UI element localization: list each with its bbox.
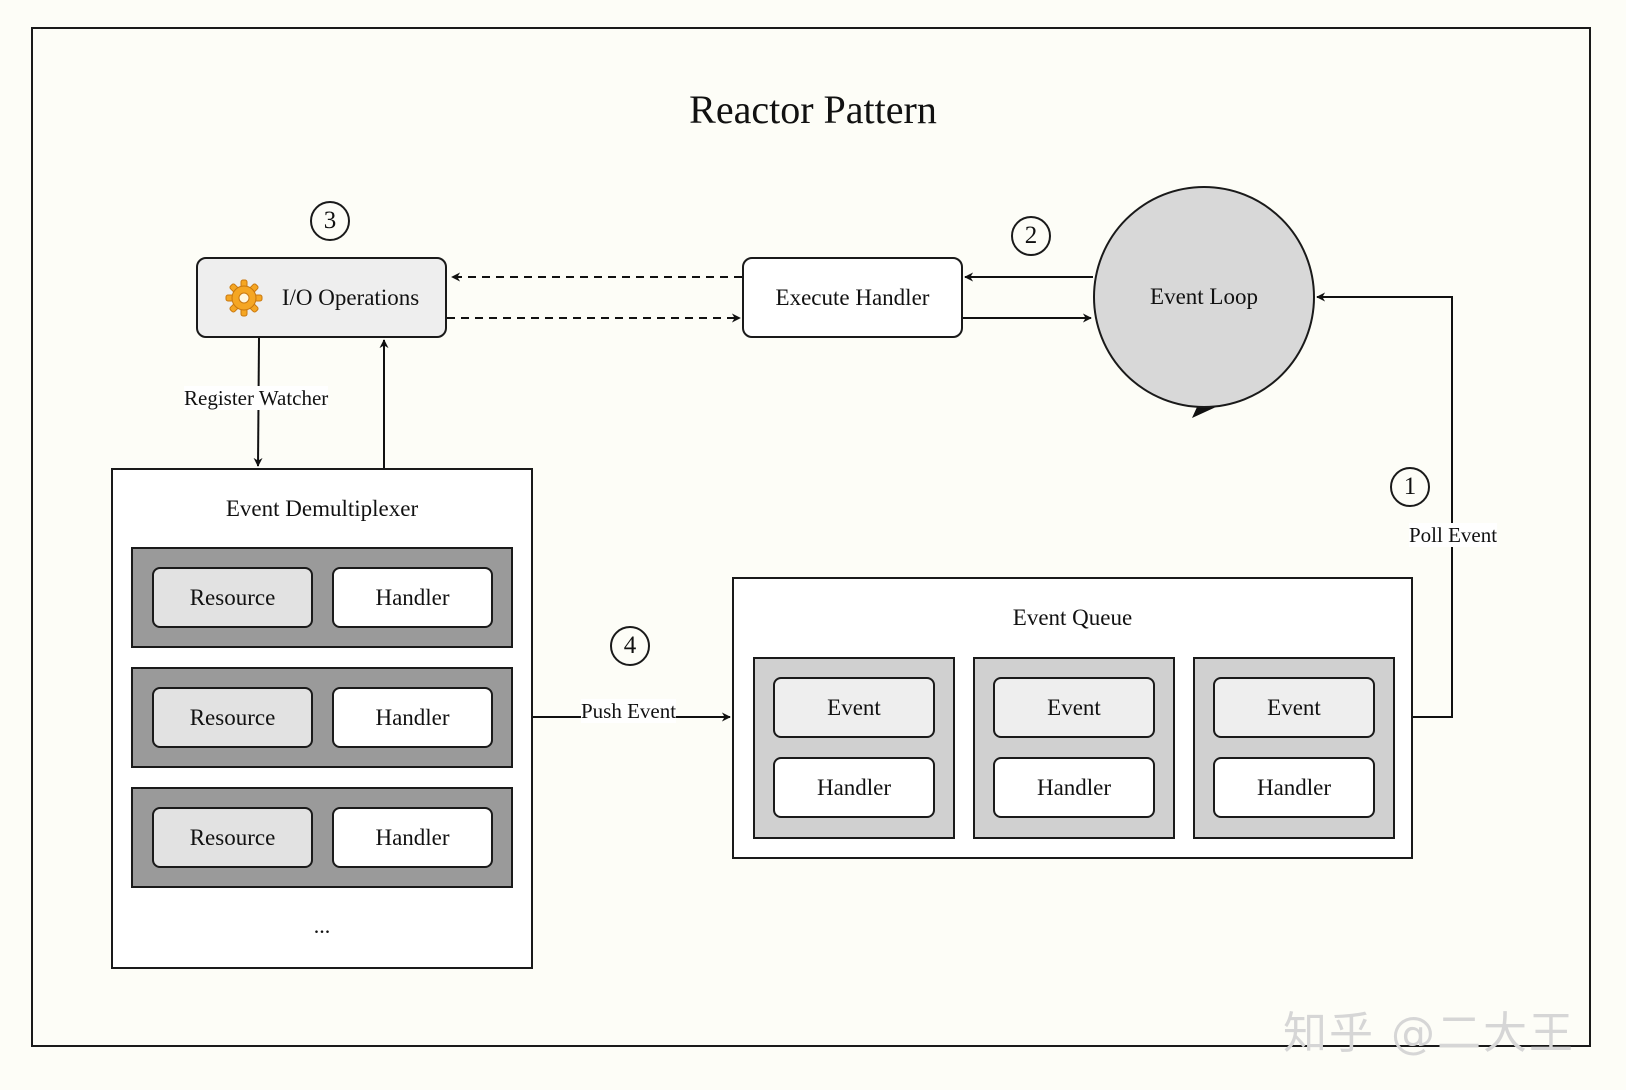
- event-label: Event: [1267, 694, 1321, 720]
- handler-label: Handler: [1036, 774, 1112, 800]
- more-rows-ellipsis: ...: [313, 913, 331, 938]
- demultiplexer-title: Event Demultiplexer: [225, 496, 419, 521]
- edge-poll-event: [1316, 292, 1453, 718]
- event-queue: Event Queue Event Handler Event Handler …: [732, 577, 1413, 859]
- event-loop-label: Event Loop: [1150, 284, 1258, 309]
- step-badge-3: 3: [310, 201, 350, 241]
- gear-icon: [225, 279, 263, 316]
- poll-event-label: Poll Event: [1409, 523, 1498, 547]
- step-badge-4: 4: [610, 626, 650, 666]
- resource-pill: Resource: [152, 567, 313, 628]
- queue-item: Event Handler: [973, 657, 1175, 839]
- handler-label: Handler: [375, 704, 450, 730]
- resource-pill: Resource: [152, 807, 313, 868]
- resource-pill: Resource: [152, 687, 313, 748]
- io-operations-node: I/O Operations: [196, 257, 447, 338]
- handler-pill: Handler: [1213, 757, 1375, 818]
- step-badge-1: 1: [1390, 467, 1430, 507]
- handler-label: Handler: [1256, 774, 1332, 800]
- demux-row: Resource Handler: [131, 547, 513, 648]
- register-watcher-label: Register Watcher: [184, 386, 329, 410]
- demux-row: Resource Handler: [131, 787, 513, 888]
- handler-pill: Handler: [773, 757, 935, 818]
- handler-label: Handler: [816, 774, 892, 800]
- execute-handler-node: Execute Handler: [742, 257, 963, 338]
- event-pill: Event: [773, 677, 935, 738]
- push-event-label: Push Event: [581, 699, 677, 723]
- resource-label: Resource: [189, 824, 276, 850]
- demux-row: Resource Handler: [131, 667, 513, 768]
- resource-label: Resource: [189, 704, 276, 730]
- handler-pill: Handler: [332, 687, 493, 748]
- handler-label: Handler: [375, 584, 450, 610]
- diagram-title: Reactor Pattern: [689, 87, 937, 132]
- watermark: 知乎 @二大王: [1283, 1008, 1575, 1059]
- execute-handler-label: Execute Handler: [775, 284, 930, 310]
- event-pill: Event: [1213, 677, 1375, 738]
- handler-pill: Handler: [332, 567, 493, 628]
- event-label: Event: [1047, 694, 1101, 720]
- handler-pill: Handler: [332, 807, 493, 868]
- handler-label: Handler: [375, 824, 450, 850]
- resource-label: Resource: [189, 584, 276, 610]
- step-badge-2: 2: [1011, 216, 1051, 256]
- event-demultiplexer: Event Demultiplexer Resource Handler Res…: [111, 468, 533, 969]
- queue-item: Event Handler: [1193, 657, 1395, 839]
- event-label: Event: [827, 694, 881, 720]
- io-operations-label: I/O Operations: [281, 284, 420, 310]
- queue-item: Event Handler: [753, 657, 955, 839]
- event-pill: Event: [993, 677, 1155, 738]
- event-queue-title: Event Queue: [1012, 605, 1133, 630]
- event-loop-node: Event Loop: [1093, 186, 1315, 408]
- diagram-frame: [31, 27, 1591, 1047]
- handler-pill: Handler: [993, 757, 1155, 818]
